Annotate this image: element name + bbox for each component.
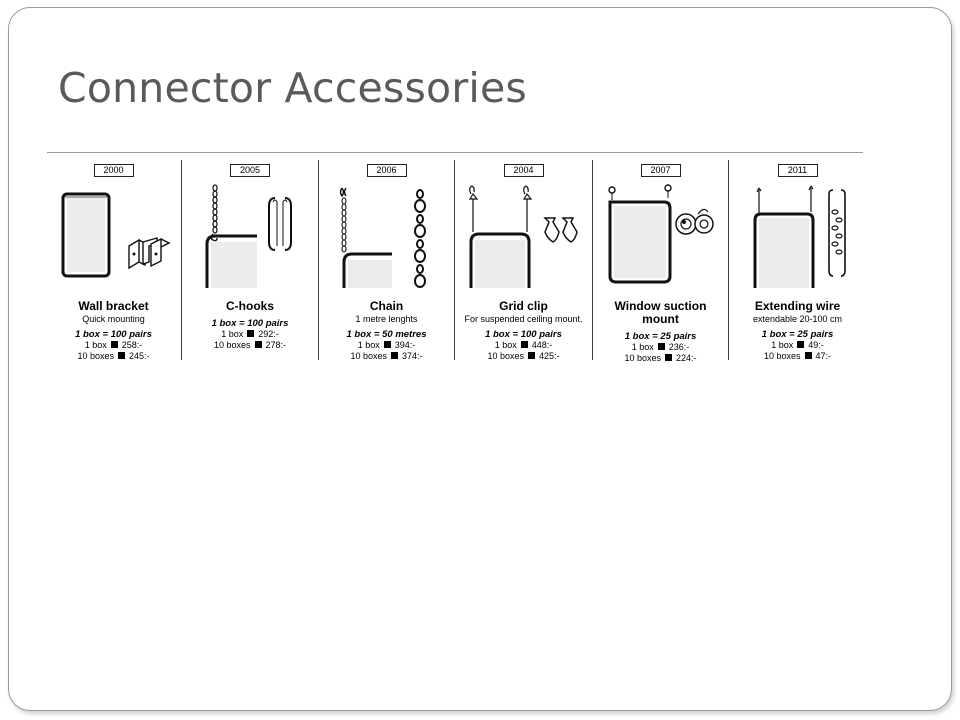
- price-value: 236:-: [668, 342, 690, 352]
- product-wall-bracket: 2000 Wall bracket Quick mounting 1 box =…: [46, 160, 182, 362]
- grid-clip-illustration-icon: [468, 185, 578, 288]
- product-code: 2005: [230, 164, 270, 177]
- product-pack-size: 1 box = 25 pairs: [761, 329, 834, 340]
- price-row-10-boxes: 10 boxes 374:-: [319, 351, 454, 362]
- price-label: 10 boxes: [763, 351, 801, 361]
- title-divider: [47, 152, 863, 153]
- price-value: 49:-: [808, 340, 824, 350]
- product-name: Wall bracket: [78, 299, 149, 313]
- wall-bracket-illustration-icon: [61, 192, 171, 278]
- price-value: 374:-: [402, 351, 423, 361]
- price-label: 10 boxes: [487, 351, 524, 361]
- product-grid: 2000 Wall bracket Quick mounting 1 box =…: [46, 160, 866, 363]
- price-row-10-boxes: 10 boxes 425:-: [455, 351, 592, 362]
- price-label: 1 box: [494, 340, 517, 350]
- product-pack-size: 1 box = 100 pairs: [485, 329, 562, 340]
- price-row-10-boxes: 10 boxes 245:-: [46, 351, 181, 362]
- price-row-10-boxes: 10 boxes 224:-: [593, 353, 728, 364]
- product-code: 2011: [777, 164, 818, 177]
- price-row-1-box: 1 box 236:-: [593, 342, 728, 353]
- price-value: 258:-: [121, 340, 143, 350]
- window-suction-mount-illustration-icon: [607, 184, 714, 284]
- slide: [8, 7, 952, 711]
- price-row-10-boxes: 10 boxes 47:-: [729, 351, 866, 362]
- product-code: 2007: [640, 164, 681, 177]
- chain-illustration-icon: [339, 187, 426, 288]
- price-bullet-icon: [797, 341, 805, 348]
- product-name: Grid clip: [499, 299, 548, 313]
- product-c-hooks: 2005 C-hooks 1 box = 100 pairs 1 box 292:…: [182, 160, 319, 360]
- price-bullet-icon: [391, 352, 398, 359]
- price-label: 10 boxes: [213, 340, 251, 350]
- price-bullet-icon: [254, 341, 262, 348]
- price-bullet-icon: [247, 330, 255, 337]
- price-bullet-icon: [383, 341, 391, 348]
- price-value: 245:-: [129, 351, 150, 361]
- product-window-suction-mount: 2007 Window suction mount 1 box = 25 pai…: [593, 160, 729, 363]
- price-value: 292:-: [258, 329, 279, 339]
- slide-title: Connector Accessories: [58, 64, 527, 112]
- price-bullet-icon: [110, 341, 118, 348]
- product-name: Chain: [369, 299, 404, 313]
- price-value: 448:-: [531, 340, 553, 350]
- c-hooks-illustration-icon: [205, 184, 292, 288]
- price-label: 10 boxes: [77, 351, 114, 361]
- product-name: C-hooks: [226, 299, 274, 313]
- product-subtitle: extendable 20-100 cm: [752, 314, 843, 324]
- price-row-1-box: 1 box 49:-: [729, 340, 866, 351]
- price-bullet-icon: [657, 343, 665, 350]
- product-subtitle: Quick mounting: [82, 314, 145, 324]
- price-row-1-box: 1 box 394:-: [319, 340, 454, 351]
- price-value: 394:-: [394, 340, 416, 350]
- price-label: 1 box: [631, 342, 654, 352]
- price-bullet-icon: [528, 352, 535, 359]
- product-extending-wire: 2011 Extending wire extendable 20-100 cm…: [729, 160, 866, 362]
- product-subtitle: For suspended ceiling mount.: [464, 314, 583, 324]
- product-pack-size: 1 box = 100 pairs: [211, 318, 289, 329]
- price-label: 10 boxes: [624, 353, 661, 363]
- price-value: 278:-: [265, 340, 287, 350]
- price-value: 224:-: [676, 353, 697, 363]
- price-label: 1 box: [357, 340, 380, 350]
- product-subtitle: 1 metre lenghts: [355, 314, 418, 324]
- price-bullet-icon: [804, 352, 812, 359]
- price-value: 425:-: [539, 351, 560, 361]
- price-row-1-box: 1 box 292:-: [182, 329, 318, 340]
- extending-wire-illustration-icon: [753, 185, 846, 288]
- price-bullet-icon: [665, 354, 672, 361]
- price-row-10-boxes: 10 boxes 278:-: [182, 340, 318, 351]
- product-code: 2000: [93, 164, 134, 177]
- product-pack-size: 1 box = 25 pairs: [624, 331, 697, 342]
- product-grid-clip: 2004 Grid clip For suspended ceiling mou…: [455, 160, 593, 362]
- price-value: 47:-: [815, 351, 832, 361]
- price-row-1-box: 1 box 448:-: [455, 340, 592, 351]
- product-chain: 2006 Chain 1 metre lenghts 1 box = 50 me…: [319, 160, 455, 362]
- price-label: 10 boxes: [350, 351, 387, 361]
- price-label: 1 box: [771, 340, 794, 350]
- price-row-1-box: 1 box 258:-: [46, 340, 181, 351]
- price-label: 1 box: [84, 340, 107, 350]
- price-label: 1 box: [221, 329, 244, 339]
- product-name: Window suction mount: [614, 299, 707, 326]
- product-pack-size: 1 box = 50 metres: [346, 329, 427, 340]
- product-code: 2006: [366, 164, 407, 177]
- price-bullet-icon: [520, 341, 528, 348]
- price-bullet-icon: [118, 352, 125, 359]
- product-pack-size: 1 box = 100 pairs: [75, 329, 152, 340]
- product-code: 2004: [503, 164, 544, 177]
- product-name: Extending wire: [754, 299, 841, 313]
